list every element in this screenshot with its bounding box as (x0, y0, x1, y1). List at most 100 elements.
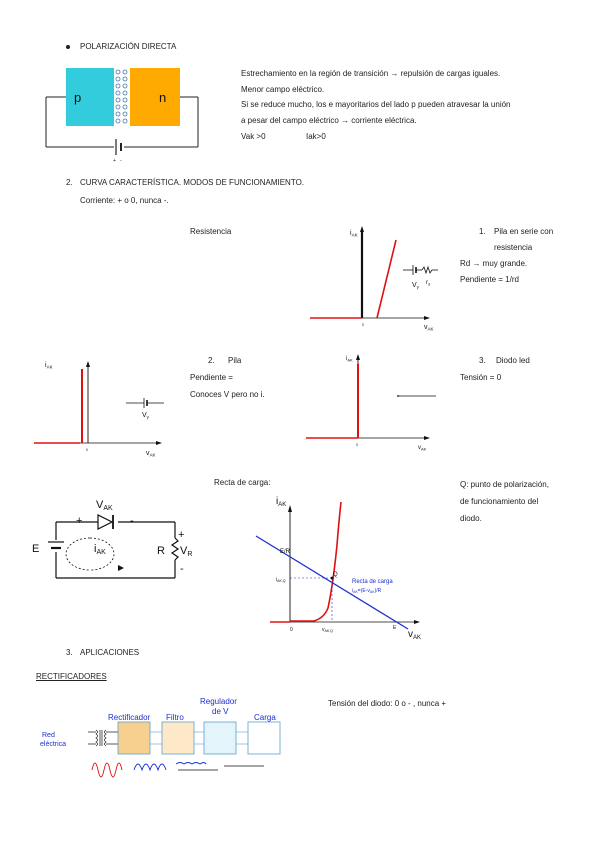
current-loop (89, 537, 115, 571)
depletion-charges (115, 69, 128, 124)
battery-icon (126, 398, 164, 408)
svg-text:iAK,Q: iAK,Q (276, 577, 286, 583)
svg-text:E/R: E/R (280, 549, 291, 555)
svg-text:+: + (76, 515, 82, 527)
svg-text:0: 0 (86, 448, 88, 452)
regulador-block (203, 721, 237, 755)
svg-text:de V: de V (212, 707, 229, 716)
section1-desc-1: Estrechamiento en la región de transició… (241, 69, 501, 78)
section3-number: 3. (66, 648, 73, 657)
svg-text:Vγ: Vγ (142, 412, 150, 420)
svg-text:E: E (32, 543, 39, 555)
svg-text:vAK: vAK (146, 450, 156, 458)
svg-text:Vγ: Vγ (412, 282, 420, 290)
ac-wave (91, 762, 123, 778)
p-region (66, 68, 116, 126)
svg-text:VAK: VAK (96, 499, 113, 512)
mode1-line1: Pila en serie con (494, 227, 554, 236)
corriente-note: Corriente: + o 0, nunca -. (80, 196, 169, 205)
section3-title: APLICACIONES (80, 648, 140, 657)
n-region (128, 68, 180, 126)
svg-text:R: R (157, 545, 165, 557)
pn-junction-figure: p n + - (45, 68, 199, 164)
mode1-rd: Rd → muy grande. (460, 259, 528, 268)
svg-text:E: E (393, 625, 397, 631)
q-text-2: de funcionamiento del (460, 497, 539, 506)
svg-text:Red: Red (42, 732, 55, 739)
mode3-title: Diodo led (496, 356, 530, 365)
filtro-block (161, 721, 195, 755)
svg-text:-: - (130, 515, 134, 527)
svg-text:vAK: vAK (418, 445, 427, 452)
svg-text:+: + (178, 529, 184, 541)
svg-text:-: - (180, 563, 184, 575)
transformer-icon (88, 729, 118, 747)
mode2-pendiente: Pendiente = (190, 373, 233, 382)
load-line-graph: iAK vAK E/R iAK,Q Q 0 vAK,Q E Recta de c… (255, 496, 421, 640)
filtered-wave (175, 762, 207, 765)
svg-text:iAK: iAK (350, 230, 358, 238)
recta-carga-label: Recta de carga: (214, 478, 271, 487)
svg-text:Recta de carga: Recta de carga (352, 579, 393, 585)
svg-text:rd: rd (426, 280, 430, 287)
svg-text:Regulador: Regulador (200, 697, 237, 706)
svg-text:vAK: vAK (408, 629, 421, 640)
battery-minus: - (120, 158, 122, 164)
mode2-title: Pila (228, 356, 242, 365)
mode1-line2: resistencia (494, 243, 533, 252)
svg-text:Rectificador: Rectificador (108, 713, 151, 722)
graph-resistance-mode: iAK vAK 0 Vγ rd (310, 226, 438, 332)
section1-desc-4: a pesar del campo eléctrico → corriente … (241, 116, 417, 125)
svg-text:Q: Q (333, 572, 338, 578)
vak-condition: Vak >0 (241, 132, 266, 141)
mode2-conoces: Conoces V pero no i. (190, 390, 265, 399)
rectified-wave (133, 763, 167, 772)
q-point (330, 576, 334, 580)
rectificadores-heading: RECTIFICADORES (36, 672, 107, 681)
tension-diodo-note: Tensión del diodo: 0 o - , nunca + (328, 699, 447, 708)
section2-number: 2. (66, 178, 73, 187)
q-text-1: Q: punto de polarización, (460, 480, 549, 489)
svg-text:eléctrica: eléctrica (40, 741, 66, 748)
svg-text:0: 0 (290, 627, 293, 633)
battery-plus: + (113, 158, 116, 164)
svg-text:iAK: iAK (94, 543, 106, 556)
svg-text:iAK: iAK (276, 496, 286, 508)
diode-curve (290, 501, 342, 622)
diode-symbol (97, 514, 114, 530)
mode1-number: 1. (479, 227, 486, 236)
svg-text:iAK: iAK (45, 362, 53, 370)
svg-text:Filtro: Filtro (166, 713, 184, 722)
graph-pila-mode: iAK vAK 0 Vγ (34, 361, 164, 458)
graph-led-mode: iAK vAK 0 (306, 354, 436, 452)
section1-desc-2: Menor campo eléctrico. (241, 85, 325, 94)
svg-text:0: 0 (362, 323, 364, 327)
diode-circuit: VAK + - iAK E R VR + - (32, 499, 192, 579)
q-text-3: diodo. (460, 514, 482, 523)
rectifier-block-diagram: Red eléctrica Rectificador Filtro Regula… (40, 697, 281, 778)
resistance-curve (376, 239, 397, 319)
mode2-number: 2. (208, 356, 215, 365)
section1-desc-3: Si se reduce mucho, los e mayoritarios d… (241, 100, 511, 109)
svg-text:VR: VR (180, 545, 192, 558)
svg-text:iAK: iAK (346, 356, 353, 363)
battery-resistor-icon (403, 265, 438, 275)
mode3-number: 3. (479, 356, 486, 365)
n-label: n (159, 90, 166, 105)
mode1-pendiente: Pendiente = 1/rd (460, 275, 519, 284)
section1-title: POLARIZACIÓN DIRECTA (80, 42, 177, 51)
section2-title: CURVA CARACTERÍSTICA. MODOS DE FUNCIONAM… (80, 178, 305, 187)
carga-block (247, 721, 281, 755)
p-label: p (74, 90, 81, 105)
svg-text:0: 0 (356, 443, 358, 447)
resistencia-label: Resistencia (190, 227, 232, 236)
svg-text:iAK=(E-vAK)/R: iAK=(E-vAK)/R (352, 588, 382, 594)
iak-condition: Iak>0 (306, 132, 326, 141)
svg-text:vAK: vAK (424, 324, 434, 332)
rectificador-block (117, 721, 151, 755)
depletion-region (114, 68, 130, 126)
bullet-dot (66, 45, 70, 49)
svg-text:Carga: Carga (254, 713, 276, 722)
svg-text:vAK,Q: vAK,Q (322, 627, 333, 633)
mode3-tension: Tensión = 0 (460, 373, 502, 382)
